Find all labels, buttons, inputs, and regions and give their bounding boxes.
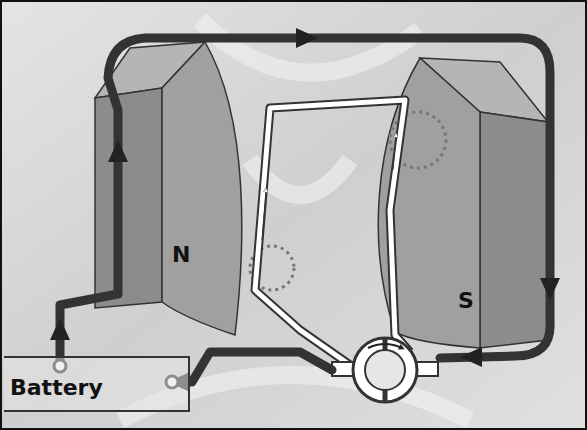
battery-label: Battery bbox=[10, 376, 103, 400]
pole-label: N bbox=[172, 244, 190, 266]
pole-label: S bbox=[458, 290, 474, 312]
commutator bbox=[332, 338, 438, 402]
current-wire bbox=[60, 38, 550, 382]
battery-box: Battery bbox=[4, 356, 190, 412]
current-arrow bbox=[50, 28, 560, 392]
armature-coil bbox=[255, 100, 410, 372]
